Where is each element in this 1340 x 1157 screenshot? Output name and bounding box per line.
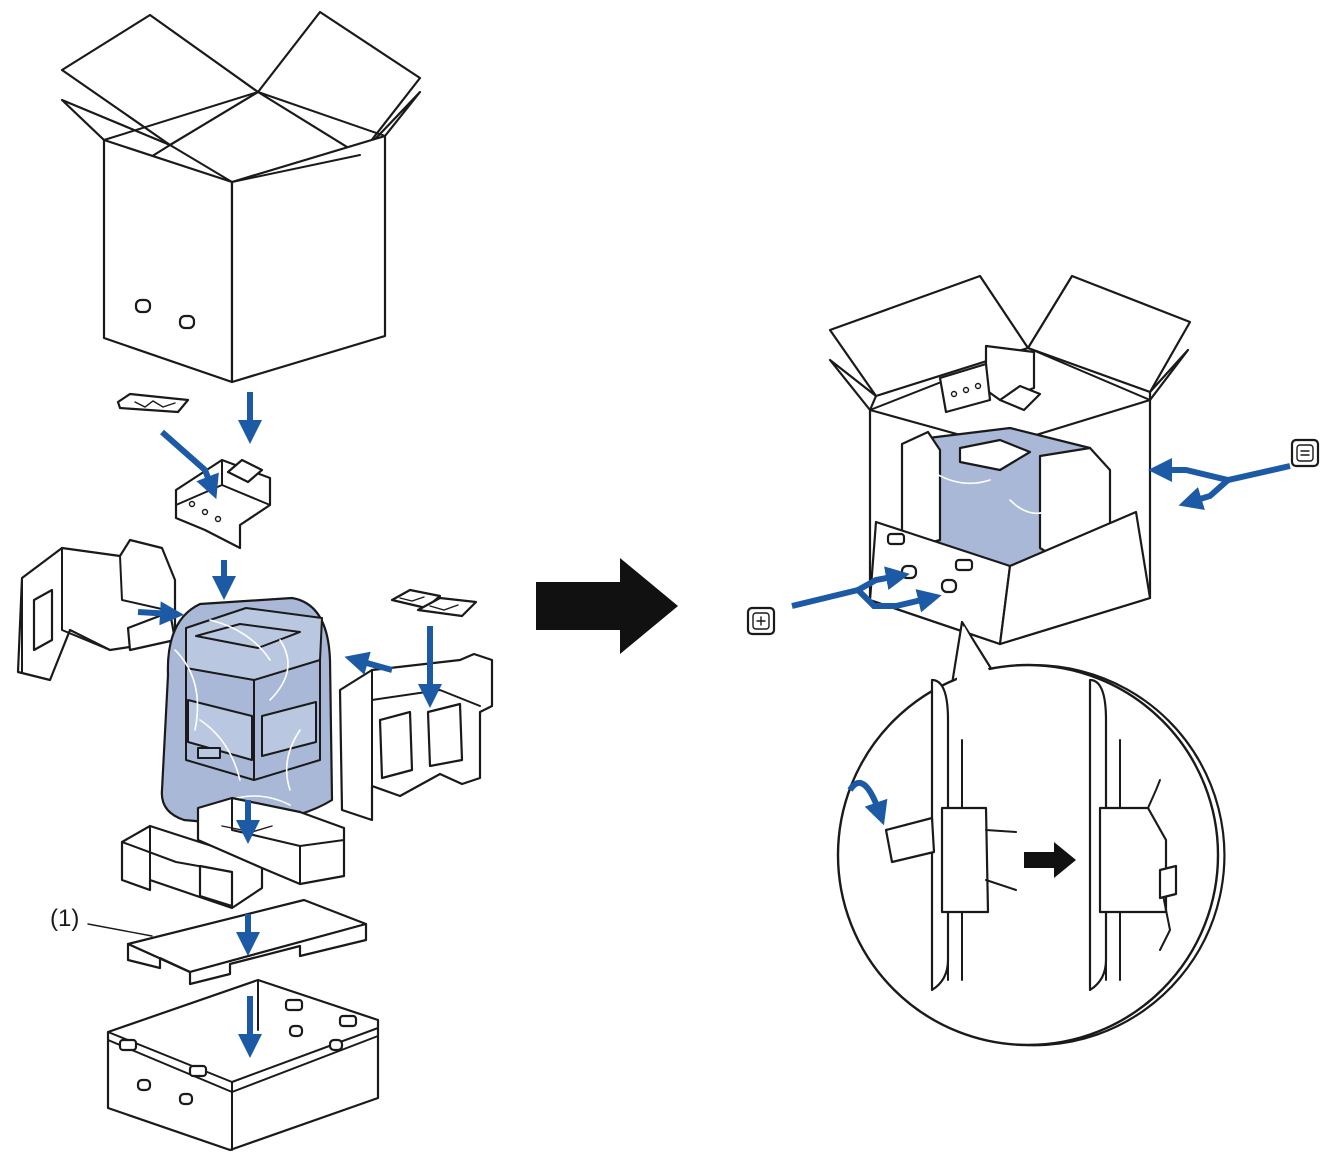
bottom-cushion-right <box>196 796 346 886</box>
callout-label-1: (1) <box>50 905 79 932</box>
arrow-into-slot-icon <box>856 566 910 593</box>
arrow-into-slot-icon <box>791 586 942 613</box>
outer-carton <box>60 10 422 384</box>
handle-hole-icon <box>134 298 152 314</box>
clip-insertion-arrows <box>791 458 1291 613</box>
callout-1: (1) <box>50 905 153 937</box>
accessory-packing <box>116 392 190 414</box>
arrow-right-icon <box>137 601 184 626</box>
detail-callout <box>836 620 1226 1047</box>
rotate-arrow-icon <box>847 780 888 826</box>
lower-carton <box>106 978 380 1152</box>
result-arrow-icon <box>1024 842 1076 878</box>
assembly-arrows <box>137 392 442 1058</box>
arrow-left-icon <box>344 651 393 675</box>
clip-after-detail <box>1088 678 1178 992</box>
accessory-packing-pair <box>390 588 478 618</box>
right-cushion <box>338 652 494 822</box>
callout-leader-line <box>87 923 153 937</box>
arrow-into-slot-icon <box>1178 477 1230 511</box>
arrow-bend-icon <box>160 429 219 500</box>
handle-hole-icon <box>178 314 196 330</box>
clip-before-detail <box>847 678 1017 992</box>
printer-machine <box>160 596 334 827</box>
top-cushion <box>174 458 272 550</box>
bottom-cushion-left <box>120 824 264 910</box>
arrow-into-slot-icon <box>1148 458 1291 484</box>
joint-clip-right <box>1290 438 1320 468</box>
next-step-arrow-icon <box>536 558 678 654</box>
packed-carton <box>828 274 1192 646</box>
joint-clip-left <box>746 606 776 636</box>
